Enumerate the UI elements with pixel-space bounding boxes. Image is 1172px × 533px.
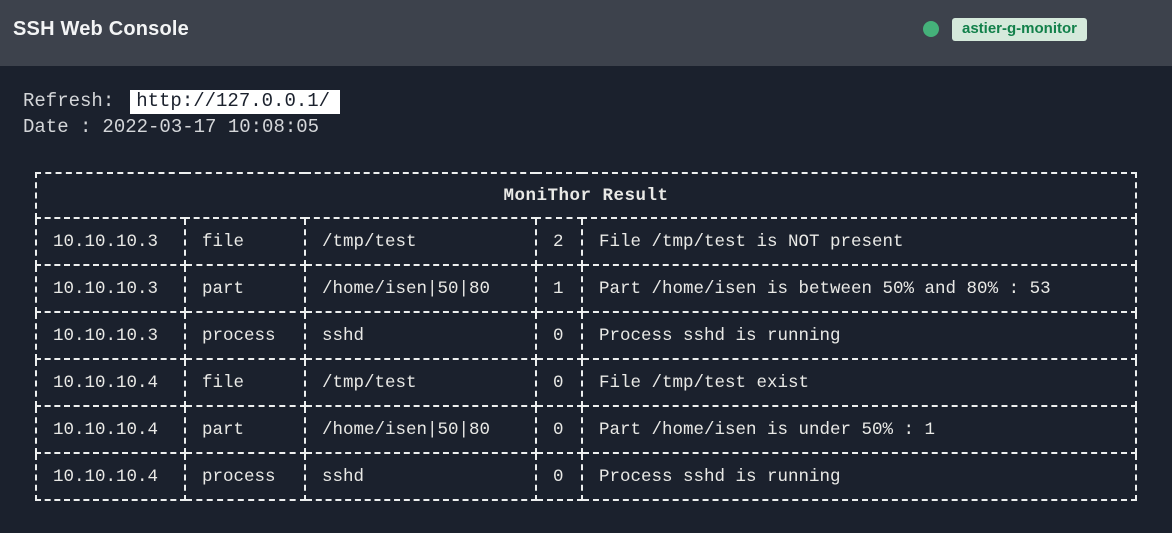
cell-status-code: 0 — [535, 358, 583, 407]
refresh-label: Refresh: — [23, 90, 115, 112]
date-line: Date : 2022-03-17 10:08:05 — [23, 114, 1172, 140]
cell-message: Process sshd is running — [581, 311, 1137, 360]
cell-check-type: part — [184, 264, 306, 313]
date-value: 2022-03-17 10:08:05 — [102, 116, 320, 138]
cell-host: 10.10.10.4 — [35, 452, 186, 501]
monithor-table: MoniThor Result 10.10.10.3 file /tmp/tes… — [35, 172, 1137, 501]
cell-status-code: 1 — [535, 264, 583, 313]
console-body: Refresh: http://127.0.0.1/ Date : 2022-03-… — [0, 66, 1172, 501]
cell-message: Process sshd is running — [581, 452, 1137, 501]
cell-status-code: 0 — [535, 405, 583, 454]
refresh-link[interactable]: http://127.0.0.1/ — [130, 90, 341, 114]
cell-message: Part /home/isen is between 50% and 80% :… — [581, 264, 1137, 313]
cell-target: sshd — [304, 452, 537, 501]
table-row: 10.10.10.4 process sshd 0 Process sshd i… — [35, 452, 1137, 501]
table-title: MoniThor Result — [35, 172, 1137, 219]
cell-target: /home/isen|50|80 — [304, 405, 537, 454]
cell-check-type: part — [184, 405, 306, 454]
cell-message: File /tmp/test is NOT present — [581, 217, 1137, 266]
cell-check-type: file — [184, 358, 306, 407]
app-header: SSH Web Console astier-g-monitor — [0, 0, 1172, 66]
cell-target: /tmp/test — [304, 217, 537, 266]
table-row: 10.10.10.3 file /tmp/test 2 File /tmp/te… — [35, 217, 1137, 266]
cell-message: Part /home/isen is under 50% : 1 — [581, 405, 1137, 454]
table-title-row: MoniThor Result — [35, 172, 1137, 219]
table-row: 10.10.10.3 process sshd 0 Process sshd i… — [35, 311, 1137, 360]
page-title: SSH Web Console — [13, 17, 189, 40]
cell-status-code: 0 — [535, 452, 583, 501]
table-row: 10.10.10.3 part /home/isen|50|80 1 Part … — [35, 264, 1137, 313]
status-group: astier-g-monitor — [922, 17, 1087, 41]
host-badge[interactable]: astier-g-monitor — [951, 17, 1087, 41]
cell-message: File /tmp/test exist — [581, 358, 1137, 407]
cell-host: 10.10.10.3 — [35, 311, 186, 360]
cell-check-type: process — [184, 452, 306, 501]
cell-target: /home/isen|50|80 — [304, 264, 537, 313]
table-row: 10.10.10.4 file /tmp/test 0 File /tmp/te… — [35, 358, 1137, 407]
refresh-line: Refresh: http://127.0.0.1/ — [23, 88, 1172, 114]
cell-host: 10.10.10.4 — [35, 405, 186, 454]
cell-check-type: file — [184, 217, 306, 266]
date-label: Date : — [23, 116, 92, 138]
status-dot-icon — [922, 21, 939, 37]
cell-status-code: 0 — [535, 311, 583, 360]
cell-check-type: process — [184, 311, 306, 360]
cell-host: 10.10.10.3 — [35, 217, 186, 266]
cell-host: 10.10.10.4 — [35, 358, 186, 407]
cell-host: 10.10.10.3 — [35, 264, 186, 313]
cell-target: /tmp/test — [304, 358, 537, 407]
cell-target: sshd — [304, 311, 537, 360]
table-row: 10.10.10.4 part /home/isen|50|80 0 Part … — [35, 405, 1137, 454]
cell-status-code: 2 — [535, 217, 583, 266]
